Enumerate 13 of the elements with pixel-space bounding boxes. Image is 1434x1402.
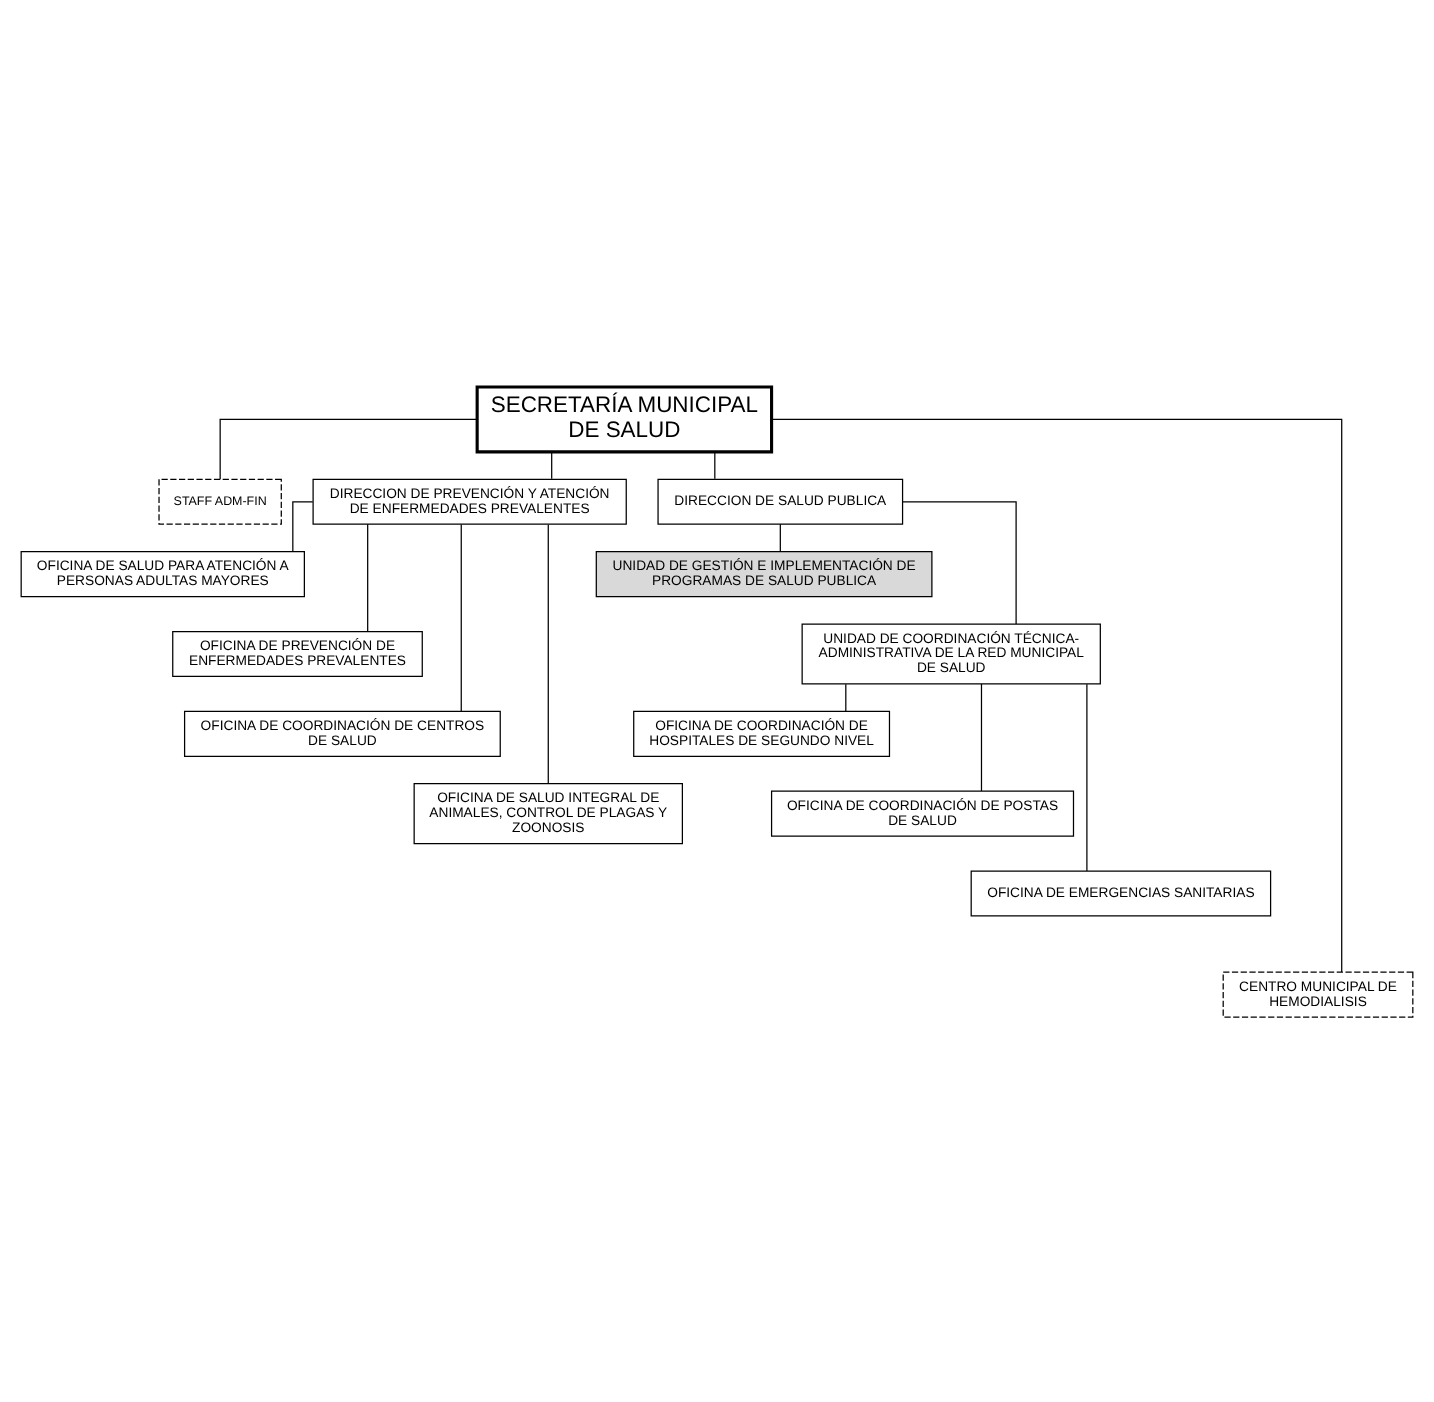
connector: [551, 450, 553, 479]
connector: [219, 417, 478, 479]
connector: [980, 682, 983, 791]
connector: [845, 682, 847, 711]
node-box: SECRETARÍA MUNICIPAL DE SALUD: [475, 384, 774, 453]
connector: [779, 522, 781, 551]
connector: [714, 450, 716, 479]
connector: [460, 522, 462, 711]
connector: [902, 500, 1017, 624]
connector: [547, 523, 549, 784]
connector: [367, 522, 369, 632]
connector: [1086, 682, 1088, 871]
connector: [771, 417, 1343, 972]
